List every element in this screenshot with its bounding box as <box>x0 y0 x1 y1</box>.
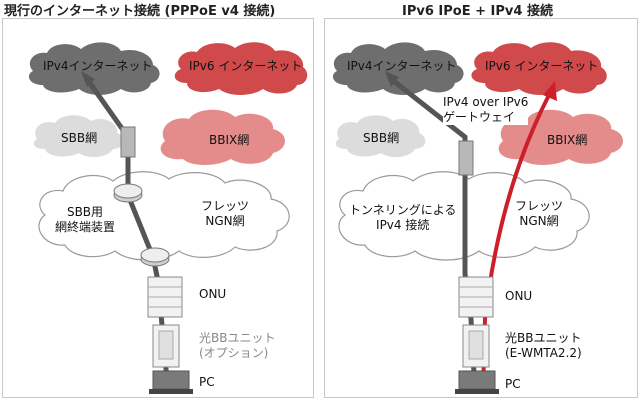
ipv4-internet-cloud <box>28 42 160 95</box>
pc-laptop-icon <box>455 370 499 394</box>
bb-unit-device-icon <box>462 324 490 368</box>
ipv4-internet-cloud <box>332 42 464 95</box>
right-panel: IPv4インターネット IPv6 インターネット SBB網 BBIX網 IPv4… <box>324 18 638 398</box>
ngn-network-cloud <box>38 171 290 261</box>
bbix-network-cloud <box>160 109 285 165</box>
right-ipv6-cloud-label: IPv6 インターネット <box>485 59 599 73</box>
left-onu-label: ONU <box>199 287 227 301</box>
left-sbb-cloud-label: SBB網 <box>61 131 98 145</box>
left-ipv6-cloud-label: IPv6 インターネット <box>189 59 303 73</box>
right-gateway-label: IPv4 over IPv6 ゲートウェイ <box>443 95 529 125</box>
pc-laptop-icon <box>149 370 193 394</box>
onu-device-icon <box>147 276 183 318</box>
onu-device-icon <box>458 276 494 318</box>
ipv6-internet-cloud <box>174 42 308 95</box>
ipv6-arrowhead <box>543 81 557 101</box>
ipv4-arrowhead <box>81 71 95 87</box>
ipv6-internet-cloud <box>471 42 607 95</box>
ipv4-arrowhead <box>385 71 399 87</box>
right-sbb-cloud-label: SBB網 <box>363 131 400 145</box>
bbix-network-cloud <box>498 109 623 165</box>
right-bbix-cloud-label: BBIX網 <box>547 133 588 147</box>
left-ngn-cloud-label: フレッツ NGN網 <box>201 199 250 228</box>
left-unit-label: 光BBユニット (オプション) <box>199 331 276 360</box>
right-unit-label: 光BBユニット (E-WMTA2.2) <box>505 331 582 360</box>
left-terminal-label: SBB用 網終端装置 <box>55 205 116 234</box>
left-bbix-cloud-label: BBIX網 <box>209 133 250 147</box>
right-panel-title: IPv6 IPoE + IPv4 接続 <box>402 4 553 19</box>
router-icon-lower <box>140 247 170 267</box>
left-panel: IPv4インターネット IPv6 インターネット SBB網 BBIX網 フレッツ… <box>2 18 314 398</box>
right-tunnel-label: トンネリングによる IPv4 接続 <box>349 203 457 232</box>
bb-unit-device-icon <box>152 324 180 368</box>
right-pc-label: PC <box>505 377 521 391</box>
gateway-device-box <box>458 140 474 176</box>
right-ipv4-cloud-label: IPv4インターネット <box>347 59 457 73</box>
sbb-device-box <box>120 126 136 158</box>
left-panel-title: 現行のインターネット接続 (PPPoE v4 接続) <box>4 4 276 19</box>
left-ipv4-cloud-label: IPv4インターネット <box>43 59 153 73</box>
sbb-network-cloud <box>335 115 426 158</box>
right-onu-label: ONU <box>505 289 533 303</box>
router-icon-upper <box>113 183 143 203</box>
left-pc-label: PC <box>199 375 215 389</box>
right-ngn-cloud-label: フレッツ NGN網 <box>515 199 564 228</box>
sbb-network-cloud <box>33 115 124 158</box>
